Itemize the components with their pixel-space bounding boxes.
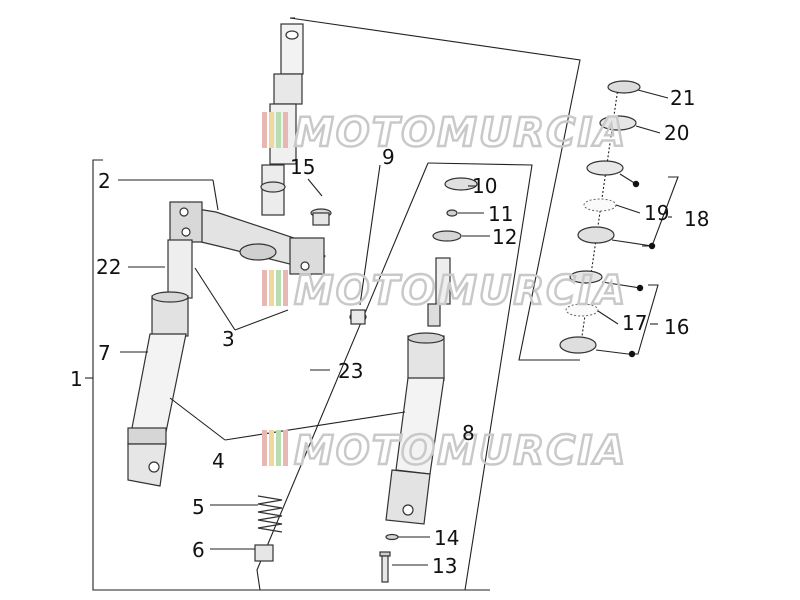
bracket-1: [92, 159, 490, 591]
label-part-16: 16: [664, 315, 689, 339]
label-part-11: 11: [488, 202, 513, 226]
label-part-3: 3: [222, 327, 235, 351]
label-part-8: 8: [462, 421, 475, 445]
label-part-2: 2: [98, 169, 111, 193]
watermark-layer: MOTOMURCIA MOTOMURCIA MOTOMURCIA: [262, 109, 627, 475]
right-fork-leg: [385, 257, 451, 525]
watermark-text: MOTOMURCIA: [294, 268, 627, 314]
part-labels: 1 2 3 4 5 6 7 8 9 10 11 12 13 14 15 16 1…: [70, 86, 709, 578]
label-part-23: 23: [338, 359, 363, 383]
watermark-2: MOTOMURCIA: [262, 267, 627, 315]
label-part-6: 6: [192, 538, 205, 562]
label-part-19: 19: [644, 201, 669, 225]
label-part-20: 20: [664, 121, 689, 145]
label-part-4: 4: [212, 449, 225, 473]
label-part-5: 5: [192, 495, 205, 519]
bearing-stack: [559, 80, 641, 354]
label-part-22: 22: [96, 255, 121, 279]
watermark-text: MOTOMURCIA: [294, 428, 627, 474]
bracket-dots: [628, 180, 656, 358]
label-part-17: 17: [622, 311, 647, 335]
steering-column: [260, 23, 304, 216]
leader-lines: [118, 89, 672, 566]
small-parts: [254, 177, 478, 583]
bracket-18: [642, 176, 679, 247]
frame-leg-8: [427, 162, 533, 591]
label-part-12: 12: [492, 225, 517, 249]
label-part-18: 18: [684, 207, 709, 231]
label-part-14: 14: [434, 526, 459, 550]
frame-leg-23: [256, 162, 429, 591]
label-part-10: 10: [472, 174, 497, 198]
left-fork-leg: [127, 239, 193, 487]
fork-crown: [169, 201, 326, 277]
group-frames: [85, 17, 679, 591]
label-part-1: 1: [70, 367, 83, 391]
watermark-1: MOTOMURCIA: [262, 109, 627, 157]
label-part-21: 21: [670, 86, 695, 110]
watermark-3: MOTOMURCIA: [262, 427, 627, 475]
label-part-15: 15: [290, 155, 315, 179]
label-part-7: 7: [98, 341, 111, 365]
label-part-13: 13: [432, 554, 457, 578]
label-part-9: 9: [382, 145, 395, 169]
frame-steering-column: [289, 17, 581, 361]
watermark-text: MOTOMURCIA: [294, 110, 627, 156]
